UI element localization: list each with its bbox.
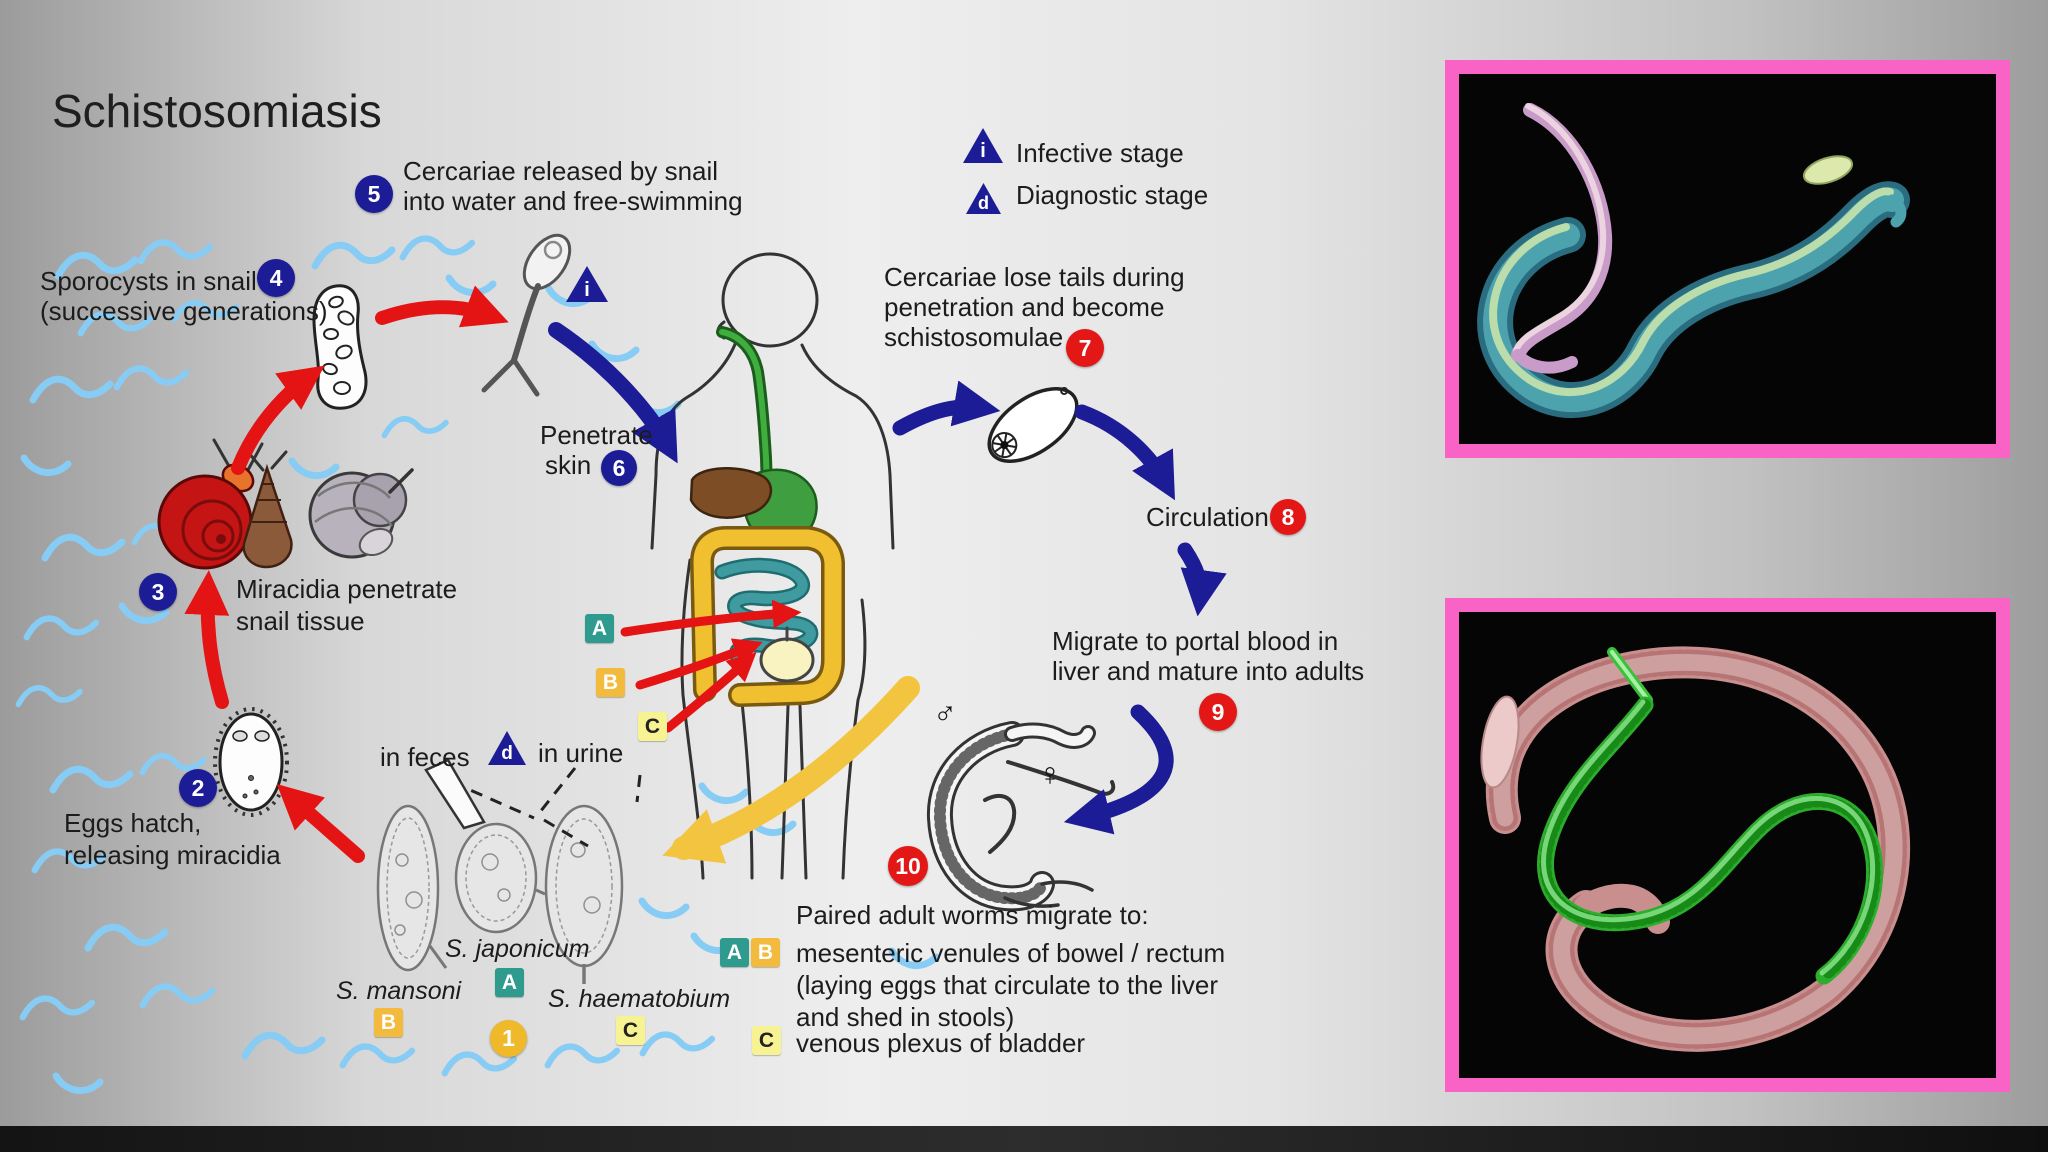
brown-conical-snail (242, 450, 293, 569)
body-site-tag-c: C (638, 712, 667, 741)
human-figure-illustration (650, 252, 895, 880)
species-mansoni-tag: B (374, 1008, 403, 1037)
step-10-paren2: and shed in stools) (796, 1002, 1015, 1032)
white-wedge-arrow (424, 758, 486, 830)
arrow-circulation-down (1177, 542, 1227, 617)
in-urine-label: in urine (538, 738, 624, 768)
step-10-tag-b: B (751, 938, 780, 967)
sem-photo-paired-worms (1445, 60, 2010, 458)
arrow-snail-to-sporocyst (231, 365, 325, 475)
sporocyst-illustration (312, 284, 368, 410)
step-5-text-line2: into water and free-swimming (403, 186, 743, 216)
step-10-ab-text: mesenteric venules of bowel / rectum (796, 938, 1226, 968)
step-5-badge: 5 (355, 175, 393, 213)
step-7-text-line1: Cercariae lose tails during (884, 262, 1185, 292)
male-symbol: ♂ (933, 694, 957, 730)
arrow-c-to-bladder (663, 652, 757, 733)
body-site-tag-a: A (585, 614, 614, 643)
species-japonicum-tag: A (495, 968, 524, 997)
step-9-text-line1: Migrate to portal blood in (1052, 626, 1339, 656)
legend-diagnostic-label: Diagnostic stage (1016, 180, 1209, 210)
step-7-text-line2: penetration and become (884, 292, 1165, 322)
step-4-text-line1: Sporocysts in snail (40, 266, 257, 296)
mansoni-egg (376, 804, 448, 972)
arrow-cercaria-to-skin (548, 322, 678, 464)
eggs-illustration (376, 804, 624, 984)
step-8-label: Circulation (1146, 502, 1269, 532)
step-10-tag-c: C (752, 1026, 781, 1055)
yellow-egg-shedding-arrow (662, 676, 920, 864)
step-6-text-line1: Penetrate (540, 420, 653, 450)
red-cycle-arrows (184, 285, 802, 863)
species-haematobium-tag: C (616, 1016, 645, 1045)
step-10-c-text: venous plexus of bladder (796, 1028, 1086, 1058)
dashed-pointer-lines (451, 767, 642, 848)
arrow-schistosomula-to-circulation (1074, 404, 1175, 501)
species-japonicum-label: S. japonicum (445, 935, 590, 963)
step-4-text-line2: (successive generations) (40, 296, 328, 326)
page-title: Schistosomiasis (52, 85, 382, 137)
red-planorbid-snail (157, 438, 264, 570)
haematobium-egg (544, 804, 624, 984)
blue-flow-arrows (548, 322, 1227, 835)
step-2-badge: 2 (179, 769, 217, 807)
step-2-text-line1: Eggs hatch, (64, 808, 202, 838)
micrograph-paired-worms (1445, 598, 2010, 1092)
arrow-a-to-colon (620, 599, 802, 637)
step-3-badge: 3 (139, 573, 177, 611)
schistosomula-illustration (987, 386, 1079, 463)
in-feces-label: in feces (380, 742, 470, 772)
arrow-b-to-bladder (635, 638, 763, 690)
step-1-badge: 1 (490, 1020, 527, 1057)
bottom-bar (0, 1126, 2048, 1152)
body-site-tag-b: B (596, 668, 625, 697)
step-9-badge: 9 (1199, 693, 1237, 731)
step-7-badge: 7 (1066, 329, 1104, 367)
female-symbol: ♀ (1038, 756, 1062, 792)
arrow-body-to-schistosomula (892, 380, 1001, 436)
step-10-heading: Paired adult worms migrate to: (796, 900, 1149, 930)
snails-illustration (157, 438, 414, 570)
step-10-badge: 10 (888, 846, 928, 886)
arrow-sporocyst-to-cercaria (375, 285, 509, 328)
japonicum-egg (454, 822, 546, 934)
cercaria-illustration (481, 233, 572, 397)
step-10-tag-a: A (720, 938, 749, 967)
step-9-text-line2: liver and mature into adults (1052, 656, 1365, 686)
step-2-text-line2: releasing miracidia (64, 840, 281, 870)
step-10-paren1: (laying eggs that circulate to the liver (796, 970, 1218, 1000)
miracidium-illustration (213, 707, 289, 817)
step-6-text-line2: skin (545, 450, 592, 480)
legend-infective-label: Infective stage (1016, 138, 1184, 168)
step-4-badge: 4 (257, 259, 295, 297)
step-8-badge: 8 (1270, 499, 1306, 535)
step-6-badge: 6 (601, 450, 637, 486)
step-3-text-line2: snail tissue (236, 606, 365, 636)
step-7-text-line3: schistosomulae (884, 322, 1064, 352)
arrow-to-adult-worms (1063, 704, 1174, 835)
species-mansoni-label: S. mansoni (336, 977, 462, 1005)
step-3-text-line1: Miracidia penetrate (236, 574, 458, 604)
step-5-text-line1: Cercariae released by snail (403, 156, 719, 186)
species-haematobium-label: S. haematobium (548, 985, 731, 1013)
arrow-egg-to-miracidium (276, 783, 365, 863)
gray-globose-snail (308, 468, 414, 559)
arrow-miracidium-to-snail (184, 570, 230, 709)
